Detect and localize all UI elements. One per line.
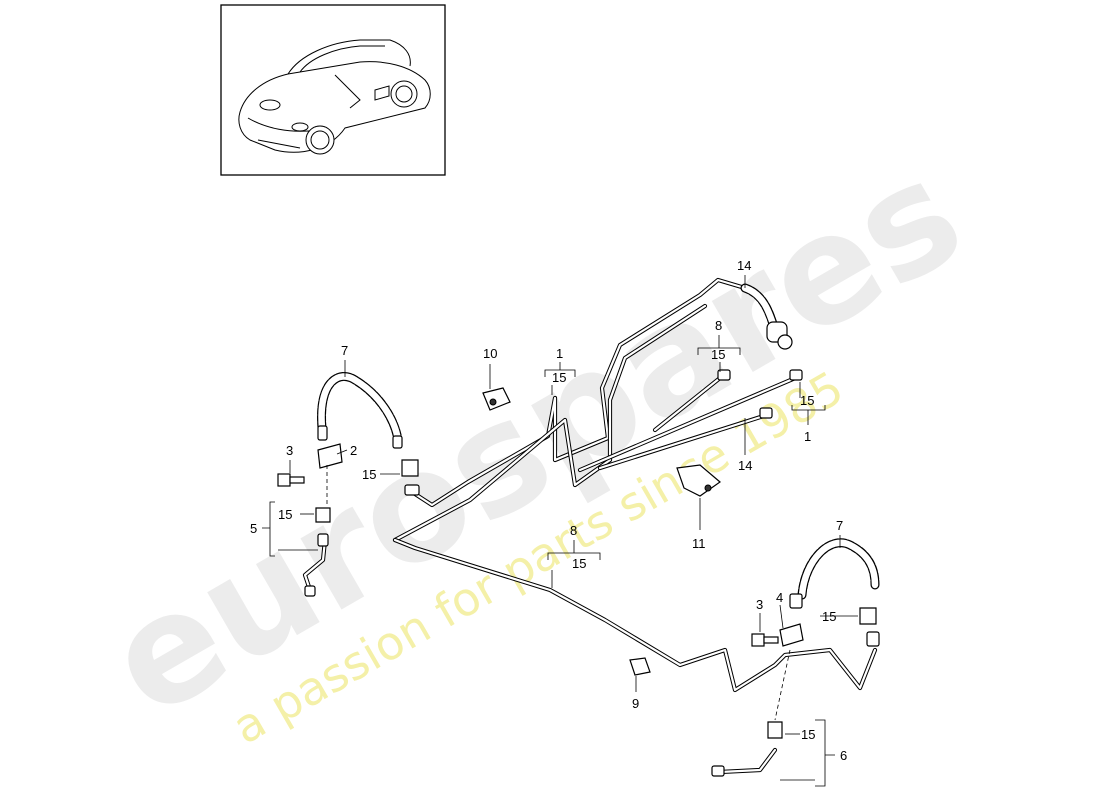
car-illustration	[238, 39, 431, 155]
callout-15-a: 15	[552, 370, 566, 385]
callout-7-left: 7	[341, 343, 348, 358]
callouts: 14 7 7 2 3 3 4 10 11 14 9 1 1 8 8 5 6 15…	[250, 258, 847, 763]
clip-11	[676, 464, 721, 497]
clip-9	[629, 657, 651, 676]
callout-3-right: 3	[756, 597, 763, 612]
callout-14-right: 14	[738, 458, 752, 473]
callout-1-top: 1	[556, 346, 563, 361]
callout-8-top: 8	[715, 318, 722, 333]
callout-10: 10	[483, 346, 497, 361]
bolt-3-left	[277, 473, 305, 487]
callout-7-right: 7	[836, 518, 843, 533]
callout-15-b: 15	[711, 347, 725, 362]
callout-9: 9	[632, 696, 639, 711]
clip-15-parts	[315, 459, 877, 739]
callout-15-e: 15	[278, 507, 292, 522]
callout-4: 4	[776, 590, 783, 605]
leader-lines	[262, 275, 858, 787]
watermark: eurospares a passion for parts since 198…	[81, 126, 989, 754]
flexible-hoses	[317, 283, 880, 600]
callout-8-bottom: 8	[570, 523, 577, 538]
bracket-4	[779, 623, 804, 647]
callout-6: 6	[840, 748, 847, 763]
callout-15-d: 15	[362, 467, 376, 482]
callout-15-h: 15	[801, 727, 815, 742]
callout-14-top: 14	[737, 258, 751, 273]
callout-1-right: 1	[804, 429, 811, 444]
callout-3-left: 3	[286, 443, 293, 458]
small-parts	[277, 321, 880, 777]
clip-10	[482, 387, 511, 411]
callout-15-g: 15	[822, 609, 836, 624]
callout-2: 2	[350, 443, 357, 458]
callout-5: 5	[250, 521, 257, 536]
brake-lines	[302, 277, 878, 775]
callout-15-f: 15	[572, 556, 586, 571]
bracket-2	[317, 443, 343, 469]
car-thumbnail	[220, 4, 446, 176]
callout-15-c: 15	[800, 393, 814, 408]
watermark-brand: eurospares	[81, 126, 989, 751]
callout-11: 11	[692, 536, 706, 551]
bolt-3-right	[751, 633, 779, 647]
